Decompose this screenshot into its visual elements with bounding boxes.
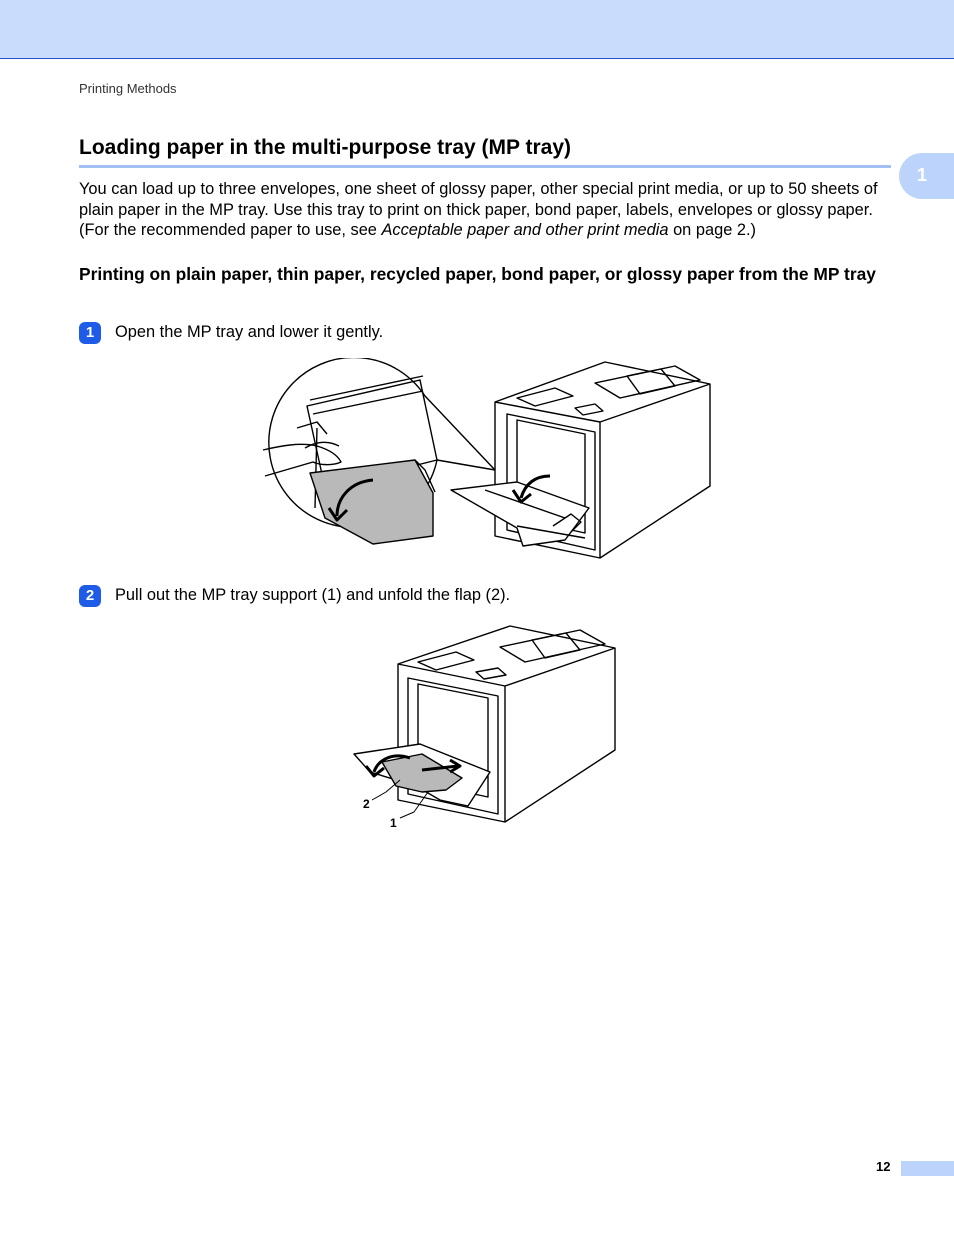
- intro-text-end: on page 2.): [668, 221, 756, 239]
- step-2-text: Pull out the MP tray support (1) and unf…: [115, 586, 511, 604]
- page-number: 12: [876, 1159, 891, 1174]
- title-divider: [79, 165, 891, 168]
- illustration-tray-support: 2 1: [353, 625, 616, 830]
- breadcrumb: Printing Methods: [79, 81, 177, 96]
- callout-label-flap: 2: [363, 797, 370, 811]
- step-1-text: Open the MP tray and lower it gently.: [115, 323, 384, 341]
- chapter-tab: 1: [899, 153, 954, 199]
- intro-paragraph: You can load up to three envelopes, one …: [79, 179, 894, 241]
- illustration-open-mp-tray: [262, 358, 711, 559]
- step-number-badge: 1: [79, 322, 101, 344]
- footer-accent-bar: [901, 1161, 954, 1176]
- intro-text-start: You can load up to three envelopes, one …: [79, 180, 878, 239]
- subsection-title: Printing on plain paper, thin paper, rec…: [79, 264, 876, 284]
- chapter-number: 1: [917, 165, 928, 185]
- step-number-badge: 2: [79, 585, 101, 607]
- section-title: Loading paper in the multi-purpose tray …: [79, 136, 571, 159]
- callout-label-support: 1: [390, 816, 397, 830]
- page-header-band: [0, 0, 954, 59]
- cross-reference-link[interactable]: Acceptable paper and other print media: [381, 221, 669, 239]
